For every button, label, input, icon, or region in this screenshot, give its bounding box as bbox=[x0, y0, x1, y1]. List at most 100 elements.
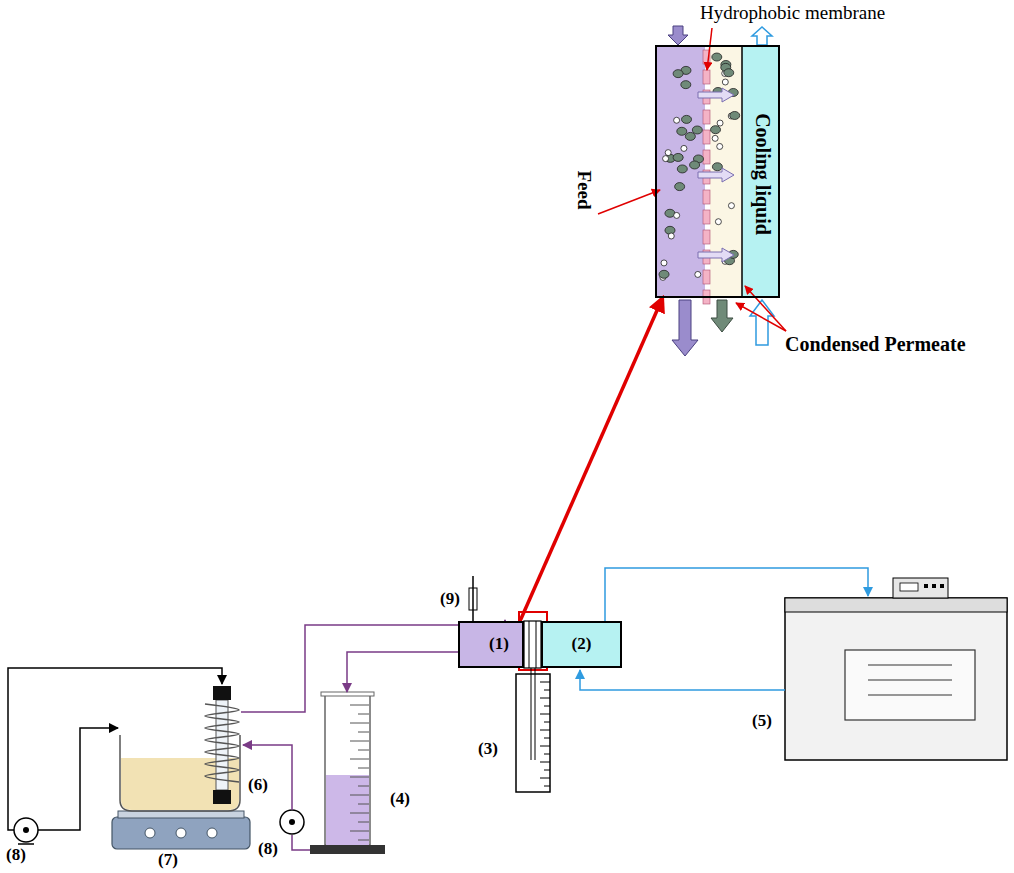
permeate-cylinder bbox=[540, 778, 550, 779]
hotplate-stirrer bbox=[207, 828, 217, 838]
feed-cylinder bbox=[326, 775, 369, 845]
part-label: Hydrophobic membrane bbox=[700, 3, 885, 24]
feed-cylinder bbox=[358, 804, 369, 805]
flow-arrow bbox=[672, 300, 698, 356]
part-label: Feed bbox=[574, 170, 595, 209]
pump bbox=[18, 843, 34, 845]
coolant-tubing bbox=[605, 568, 868, 621]
feed-cylinder bbox=[310, 692, 385, 854]
cooling-water-tubing bbox=[8, 668, 222, 830]
permeate-cylinder bbox=[516, 674, 550, 792]
feed-cylinder bbox=[350, 741, 369, 742]
hydrophobic-membrane bbox=[703, 70, 710, 84]
feed-cylinder bbox=[350, 705, 369, 706]
coolant-tubing bbox=[580, 568, 868, 690]
bubble bbox=[690, 161, 700, 169]
feed-cylinder bbox=[358, 732, 369, 733]
feed-cylinder bbox=[325, 695, 370, 845]
feed-cylinder bbox=[321, 692, 374, 696]
chiller bbox=[868, 664, 952, 665]
coil-condenser bbox=[213, 686, 231, 700]
leader-line bbox=[736, 303, 786, 331]
leader-line bbox=[707, 28, 712, 70]
hydrophobic-membrane bbox=[703, 110, 710, 124]
hotplate-stirrer bbox=[118, 811, 244, 818]
callout-number: (1) bbox=[489, 635, 509, 654]
permeate-cylinder bbox=[516, 668, 550, 792]
callout-number: (9) bbox=[440, 590, 460, 609]
bubble bbox=[665, 150, 671, 156]
pump bbox=[14, 810, 304, 844]
vapour-arrow bbox=[698, 248, 734, 262]
bubble bbox=[715, 219, 721, 225]
bubble bbox=[675, 183, 685, 191]
bubble bbox=[717, 143, 723, 149]
thermometer bbox=[469, 588, 477, 610]
callout-number: (2) bbox=[572, 635, 592, 654]
chiller bbox=[924, 584, 928, 588]
cooling-channel bbox=[742, 45, 780, 298]
feed-tubing bbox=[347, 652, 458, 692]
callout-number: (4) bbox=[390, 790, 410, 809]
permeate-cylinder bbox=[535, 668, 536, 760]
permeate-cylinder bbox=[540, 730, 550, 731]
chiller bbox=[785, 598, 1007, 612]
feed-cylinder bbox=[310, 845, 385, 854]
bubble bbox=[674, 117, 680, 123]
feed-cylinder bbox=[350, 777, 369, 778]
chiller bbox=[785, 578, 1007, 760]
bubble bbox=[717, 120, 723, 126]
feed-cylinder bbox=[358, 840, 369, 841]
bubble bbox=[722, 79, 728, 85]
bubble bbox=[677, 127, 687, 135]
callout-number: (7) bbox=[158, 851, 178, 870]
channel-label: Cooling liquid bbox=[752, 113, 774, 235]
feed-tubing bbox=[243, 745, 292, 810]
cooling-channel bbox=[742, 45, 780, 298]
chiller bbox=[785, 598, 1007, 760]
feed-cylinder bbox=[358, 714, 369, 715]
chiller bbox=[868, 679, 952, 680]
module-membrane bbox=[524, 621, 541, 668]
hotplate-stirrer bbox=[145, 828, 155, 838]
permeate-cylinder bbox=[544, 722, 550, 723]
module-membrane bbox=[536, 621, 537, 668]
chiller bbox=[845, 650, 975, 720]
coil-condenser bbox=[205, 704, 239, 782]
callout-number: (8) bbox=[258, 840, 278, 859]
hotplate-stirrer bbox=[112, 811, 250, 849]
hydrophobic-membrane bbox=[703, 150, 710, 164]
hydrophobic-membrane bbox=[703, 210, 710, 224]
chiller bbox=[900, 583, 918, 591]
chiller bbox=[932, 584, 936, 588]
bubble bbox=[712, 163, 722, 171]
bubble bbox=[663, 156, 669, 162]
bubble bbox=[681, 81, 691, 89]
part-label: Condensed Permeate bbox=[785, 333, 966, 355]
bubble bbox=[728, 203, 734, 209]
bubble bbox=[730, 111, 740, 119]
feed-cylinder bbox=[358, 786, 369, 787]
cooling-water-tubing bbox=[38, 728, 118, 830]
chiller bbox=[893, 578, 948, 598]
leader-line bbox=[598, 190, 660, 214]
permeate-cylinder bbox=[531, 668, 532, 760]
feed-cylinder bbox=[358, 750, 369, 751]
bubble bbox=[711, 126, 721, 134]
pump bbox=[280, 810, 304, 834]
permeate-cylinder bbox=[540, 746, 550, 747]
bubble bbox=[674, 212, 680, 218]
vapour-arrow bbox=[698, 88, 734, 262]
feed-cylinder bbox=[350, 759, 369, 760]
coil-condenser bbox=[213, 790, 231, 804]
hydrophobic-membrane bbox=[703, 130, 710, 144]
bubble bbox=[685, 132, 695, 140]
feed-cylinder bbox=[350, 813, 369, 814]
feed-chamber: (1) bbox=[458, 621, 524, 668]
bubble bbox=[673, 70, 683, 78]
module-membrane bbox=[529, 621, 530, 668]
flow-arrow bbox=[668, 26, 774, 356]
pump bbox=[14, 818, 38, 842]
permeate-cylinder bbox=[540, 698, 550, 699]
